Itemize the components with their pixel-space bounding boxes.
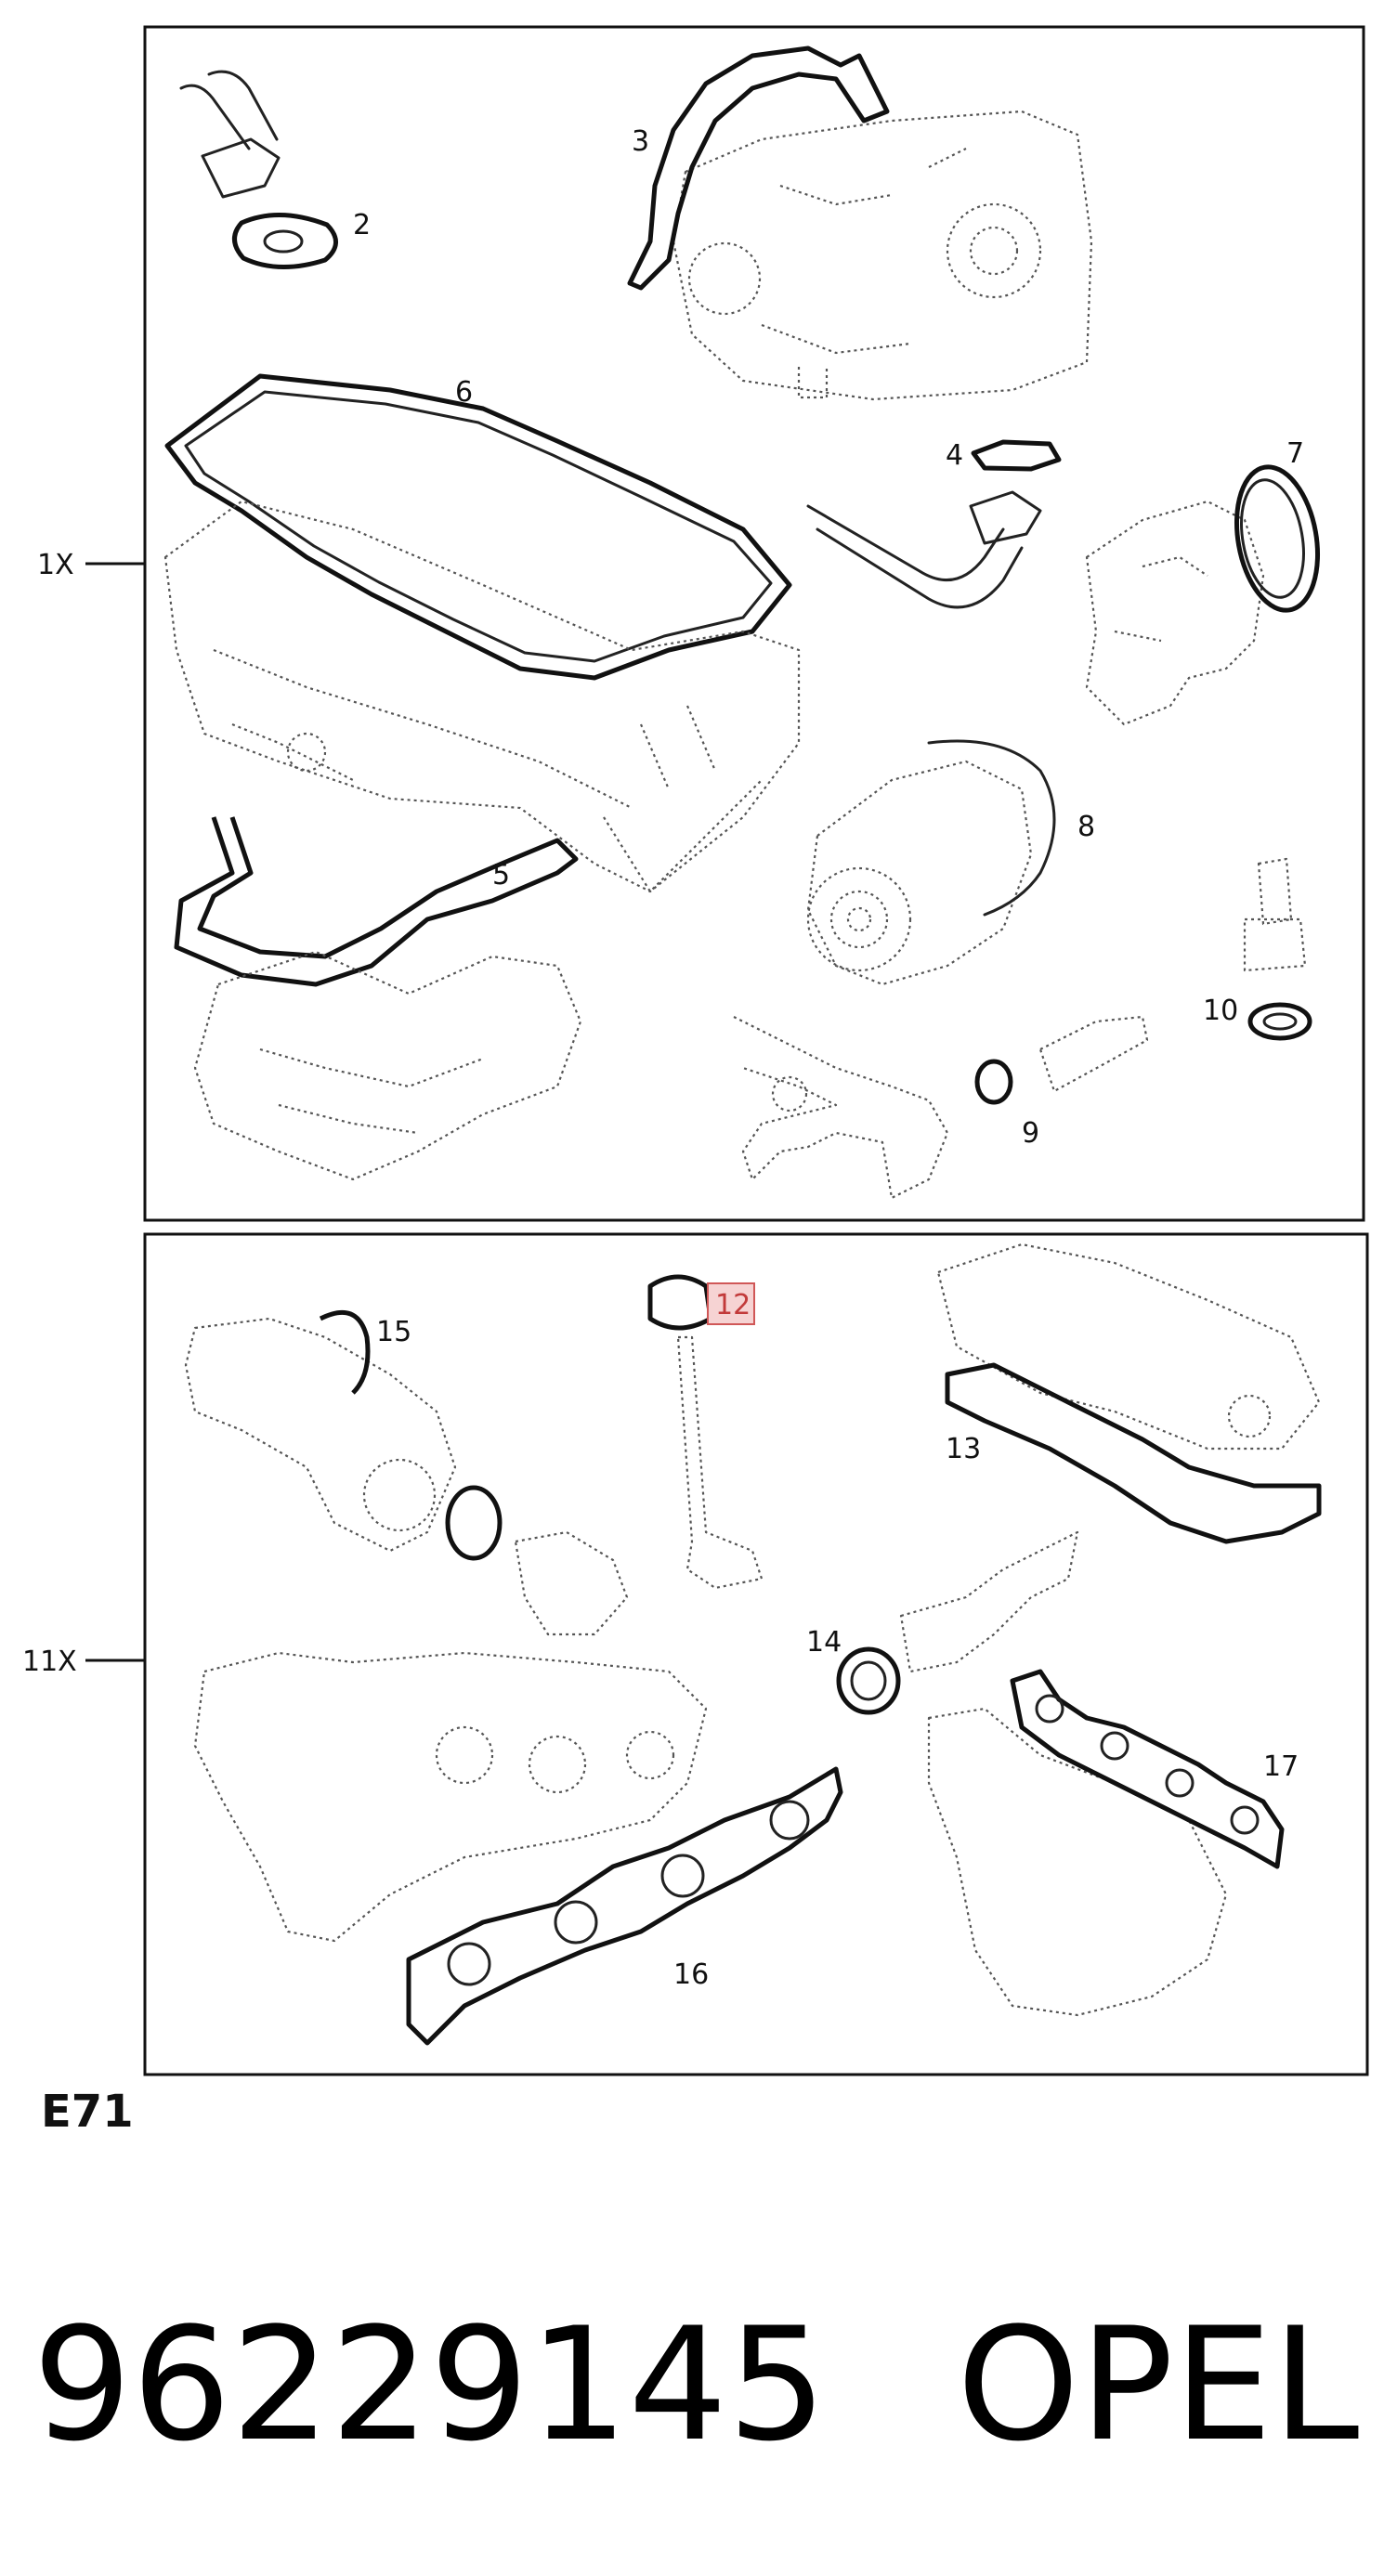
callout-16: 16 xyxy=(673,1958,709,1991)
callout-4: 4 xyxy=(946,439,963,472)
group-label-11x: 11X xyxy=(22,1646,77,1678)
brand-name: OPEL xyxy=(957,2294,1359,2476)
coolant-pipe-drawing xyxy=(733,1016,949,1200)
callout-17: 17 xyxy=(1263,1750,1299,1783)
intake-manifold-drawing xyxy=(193,1651,708,1943)
callout-9: 9 xyxy=(1022,1117,1039,1150)
timing-cover-gasket-3 xyxy=(627,46,890,291)
oil-pan-upper-drawing xyxy=(163,500,801,893)
callout-3: 3 xyxy=(632,125,649,158)
sensor-drawing xyxy=(1243,857,1307,972)
oring-15 xyxy=(319,1309,371,1395)
diagram-code: E71 xyxy=(41,2086,134,2138)
group-label-1x: 1X xyxy=(37,549,74,581)
oil-pickup-tube-drawing xyxy=(806,490,1042,609)
callout-15: 15 xyxy=(376,1316,411,1348)
water-pump-drawing xyxy=(806,760,1033,986)
exhaust-manifold-drawing xyxy=(927,1707,1228,2017)
crankshaft-drawing xyxy=(1085,500,1265,726)
seal-ring-9 xyxy=(974,1059,1013,1105)
exhaust-gasket-17 xyxy=(1010,1669,1285,1869)
water-pump-gasket-8 xyxy=(927,739,1056,917)
valve-cover-drawing xyxy=(936,1242,1321,1451)
oil-pan-lower-drawing xyxy=(193,950,582,1181)
oring-thermostat xyxy=(445,1485,503,1561)
intake-gasket-16 xyxy=(406,1766,843,2046)
callout-10: 10 xyxy=(1203,995,1238,1027)
callout-6: 6 xyxy=(455,376,473,409)
callout-5: 5 xyxy=(492,859,510,891)
frame-upper-kit xyxy=(143,25,1365,1222)
temp-sensor-drawing xyxy=(1038,1015,1149,1093)
callout-8: 8 xyxy=(1077,811,1095,843)
camshaft-drawing xyxy=(899,1530,1079,1673)
engine-front-drawing xyxy=(672,110,1093,401)
oil-pan-gasket-5 xyxy=(174,816,579,987)
callout-2: 2 xyxy=(353,209,371,241)
frame-lower-kit xyxy=(143,1232,1369,2076)
callout-7: 7 xyxy=(1286,437,1304,470)
valve-cover-gasket-13 xyxy=(945,1362,1322,1544)
crankshaft-seal-7 xyxy=(1234,464,1321,613)
oil-pan-gasket-6 xyxy=(164,373,792,681)
callout-12: 12 xyxy=(715,1289,751,1321)
thermostat-housing-drawing xyxy=(184,1317,457,1553)
callout-13: 13 xyxy=(946,1433,981,1465)
flange-gasket-2 xyxy=(232,213,338,269)
part-number: 96229145 xyxy=(33,2294,827,2476)
callout-12-highlight xyxy=(707,1282,755,1325)
callout-14: 14 xyxy=(806,1626,842,1659)
thermostat-drawing xyxy=(514,1530,629,1636)
camshaft-seal-14 xyxy=(836,1646,901,1715)
washer-10 xyxy=(1247,1002,1312,1041)
valve-stem-seal-drawing xyxy=(647,1274,713,1331)
oil-pipe-drawing xyxy=(179,70,281,199)
valve-drawing xyxy=(676,1335,764,1590)
pickup-gasket-4 xyxy=(971,439,1062,472)
